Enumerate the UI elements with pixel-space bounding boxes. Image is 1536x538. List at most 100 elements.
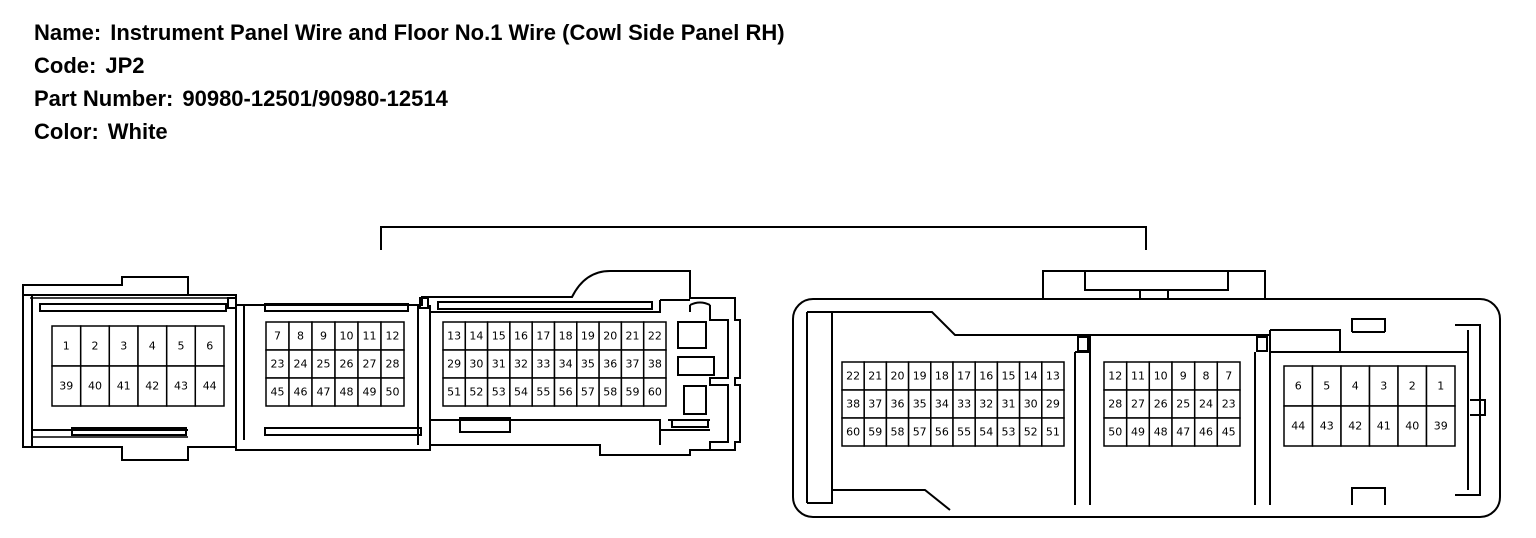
- pin-number: 10: [340, 330, 354, 343]
- right-connector-housing: [792, 270, 1501, 518]
- pin-number: 35: [581, 358, 595, 371]
- pin-number: 40: [88, 380, 102, 393]
- pin-cell: [108, 325, 139, 367]
- pin-cell: [642, 377, 667, 407]
- pin-number: 12: [1108, 370, 1122, 383]
- pin-number: 44: [1291, 420, 1305, 433]
- pin-number: 22: [846, 370, 860, 383]
- pin-number: 27: [363, 358, 377, 371]
- pin-cell: [137, 365, 168, 407]
- left-connector-housing: [22, 270, 741, 461]
- pin-number: 14: [469, 330, 483, 343]
- pin-number: 29: [447, 358, 461, 371]
- pin-number: 31: [492, 358, 506, 371]
- name-line: Name:Instrument Panel Wire and Floor No.…: [34, 16, 785, 49]
- pin-number: 9: [1180, 370, 1187, 383]
- code-value: JP2: [105, 53, 145, 78]
- pin-number: 57: [913, 426, 927, 439]
- color-label: Color:: [34, 119, 99, 144]
- pin-number: 26: [340, 358, 354, 371]
- pin-number: 56: [935, 426, 949, 439]
- pin-number: 17: [536, 330, 550, 343]
- name-value: Instrument Panel Wire and Floor No.1 Wir…: [110, 20, 785, 45]
- pin-cell: [137, 325, 168, 367]
- pin-number: 9: [320, 330, 327, 343]
- pin-number: 48: [340, 386, 354, 399]
- pin-number: 43: [1320, 420, 1334, 433]
- pin-cell: [1041, 417, 1065, 447]
- pin-number: 33: [536, 358, 550, 371]
- pin-number: 15: [492, 330, 506, 343]
- pin-number: 11: [1131, 370, 1145, 383]
- pin-number: 18: [935, 370, 949, 383]
- left-connector-side-windows: [677, 321, 715, 415]
- connector-info: Name:Instrument Panel Wire and Floor No.…: [34, 16, 785, 148]
- pin-number: 42: [1348, 420, 1362, 433]
- pin-number: 3: [1380, 380, 1387, 393]
- left-connector-latch-bars: [39, 297, 709, 436]
- pin-number: 50: [1108, 426, 1122, 439]
- pin-number: 28: [1108, 398, 1122, 411]
- pin-number: 7: [1225, 370, 1232, 383]
- pin-number: 56: [559, 386, 573, 399]
- pin-number: 27: [1131, 398, 1145, 411]
- pin-number: 48: [1154, 426, 1168, 439]
- pin-number: 5: [1323, 380, 1330, 393]
- pin-number: 45: [271, 386, 285, 399]
- pin-number: 54: [979, 426, 993, 439]
- pin-cell: [1216, 417, 1241, 447]
- pin-number: 45: [1222, 426, 1236, 439]
- pin-number: 24: [1199, 398, 1213, 411]
- code-line: Code:JP2: [34, 49, 785, 82]
- pin-number: 5: [178, 340, 185, 353]
- pin-number: 41: [117, 380, 131, 393]
- pin-number: 30: [1024, 398, 1038, 411]
- pin-cell: [165, 365, 197, 407]
- pin-number: 23: [1222, 398, 1236, 411]
- pin-number: 8: [297, 330, 304, 343]
- pin-number: 29: [1046, 398, 1060, 411]
- pin-number: 30: [469, 358, 483, 371]
- pin-number: 19: [913, 370, 927, 383]
- pin-number: 13: [1046, 370, 1060, 383]
- pin-number: 23: [271, 358, 285, 371]
- pin-number: 22: [648, 330, 662, 343]
- pin-cell: [1340, 365, 1371, 407]
- pin-number: 25: [1176, 398, 1190, 411]
- pin-number: 55: [957, 426, 971, 439]
- pin-number: 43: [174, 380, 188, 393]
- pin-number: 21: [626, 330, 640, 343]
- part-number-value: 90980-12501/90980-12514: [182, 86, 448, 111]
- pin-number: 20: [603, 330, 617, 343]
- pin-number: 38: [648, 358, 662, 371]
- pin-number: 47: [317, 386, 331, 399]
- pin-number: 49: [363, 386, 377, 399]
- pin-number: 60: [648, 386, 662, 399]
- pin-number: 21: [868, 370, 882, 383]
- pin-number: 58: [891, 426, 905, 439]
- pin-number: 55: [536, 386, 550, 399]
- pin-number: 32: [514, 358, 528, 371]
- pin-number: 46: [294, 386, 308, 399]
- pin-number: 20: [891, 370, 905, 383]
- pin-number: 31: [1002, 398, 1016, 411]
- pin-number: 40: [1405, 420, 1419, 433]
- pin-number: 47: [1176, 426, 1190, 439]
- pin-number: 16: [514, 330, 528, 343]
- pin-number: 59: [868, 426, 882, 439]
- pin-number: 4: [1352, 380, 1359, 393]
- pin-number: 54: [514, 386, 528, 399]
- pin-cell: [1340, 405, 1371, 447]
- pin-number: 44: [203, 380, 217, 393]
- pin-number: 15: [1002, 370, 1016, 383]
- color-line: Color:White: [34, 115, 785, 148]
- right-connector-latch-bars: [1077, 336, 1268, 352]
- pin-number: 1: [1437, 380, 1444, 393]
- pin-number: 60: [846, 426, 860, 439]
- pin-number: 32: [979, 398, 993, 411]
